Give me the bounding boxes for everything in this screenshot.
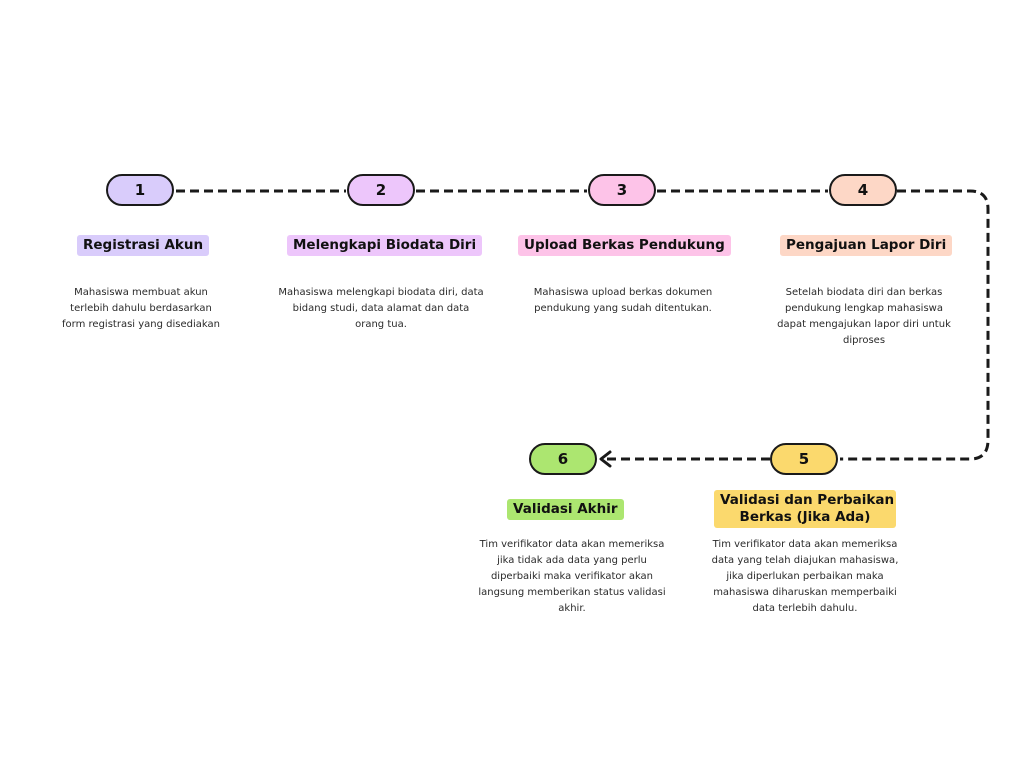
step-5-title: Validasi dan Perbaikan Berkas (Jika Ada) (714, 490, 896, 528)
step-1-number: 1 (134, 181, 146, 199)
step-5-description: Tim verifikator data akan memeriksa data… (711, 539, 899, 614)
dashed-connector-line (176, 189, 990, 461)
step-5-number: 5 (798, 450, 810, 468)
step-6-badge: 6 (529, 443, 597, 475)
step-4-title: Pengajuan Lapor Diri (780, 235, 953, 256)
step-6-description: Tim verifikator data akan memeriksa jika… (478, 539, 666, 614)
step-1-title: Registrasi Akun (77, 235, 210, 256)
step-5-title-line-1: Validasi dan Perbaikan (720, 492, 895, 508)
step-6-number: 6 (557, 450, 569, 468)
step-1-badge: 1 (106, 174, 174, 206)
step-4-number: 4 (857, 181, 869, 199)
step-4-description: Setelah biodata diri dan berkas pendukun… (777, 287, 951, 346)
step-3-badge: 3 (588, 174, 656, 206)
step-5-title-line-2: Berkas (Jika Ada) (739, 509, 871, 525)
step-1-description: Mahasiswa membuat akun terlebih dahulu b… (62, 287, 220, 330)
step-2-description: Mahasiswa melengkapi biodata diri, data … (278, 287, 484, 330)
step-2-badge: 2 (347, 174, 415, 206)
step-3-number: 3 (616, 181, 628, 199)
arrowhead-icon (599, 450, 612, 468)
step-6-title: Validasi Akhir (507, 499, 624, 520)
step-4-badge: 4 (829, 174, 897, 206)
step-3-description: Mahasiswa upload berkas dokumen pendukun… (533, 287, 713, 314)
step-3-title: Upload Berkas Pendukung (518, 235, 731, 256)
step-2-title: Melengkapi Biodata Diri (287, 235, 483, 256)
step-2-number: 2 (375, 181, 387, 199)
step-5-badge: 5 (770, 443, 838, 475)
